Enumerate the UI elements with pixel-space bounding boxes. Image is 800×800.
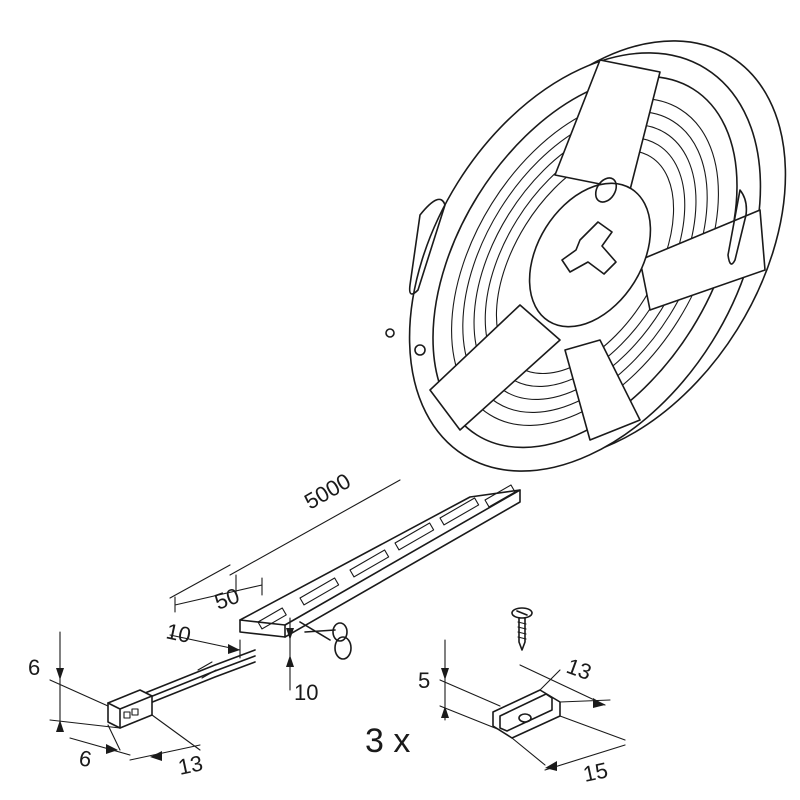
led-strip-reel-icon [385,40,787,472]
connector-length-label: 13 [176,750,205,780]
clip-quantity-label: 3 x [365,722,410,760]
connector-cable [139,649,256,708]
connector-plug-icon [107,689,153,729]
led-strip-tape [239,484,521,638]
screw-icon [511,607,533,651]
mounting-clip-icon [492,689,561,739]
strip-height-label: 10 [294,680,318,705]
connector-height-label: 6 [28,655,40,680]
cut-interval-label: 50 [211,583,243,615]
scissors-icon [299,621,352,660]
connector-width-label: 6 [77,745,93,772]
strip-width-label: 10 [164,618,193,648]
strip-length-label: 5000 [300,468,355,514]
clip-height-label: 5 [418,668,430,693]
dimension-lines [49,479,626,771]
clip-depth-label: 13 [563,653,595,685]
clip-length-label: 15 [581,757,610,787]
